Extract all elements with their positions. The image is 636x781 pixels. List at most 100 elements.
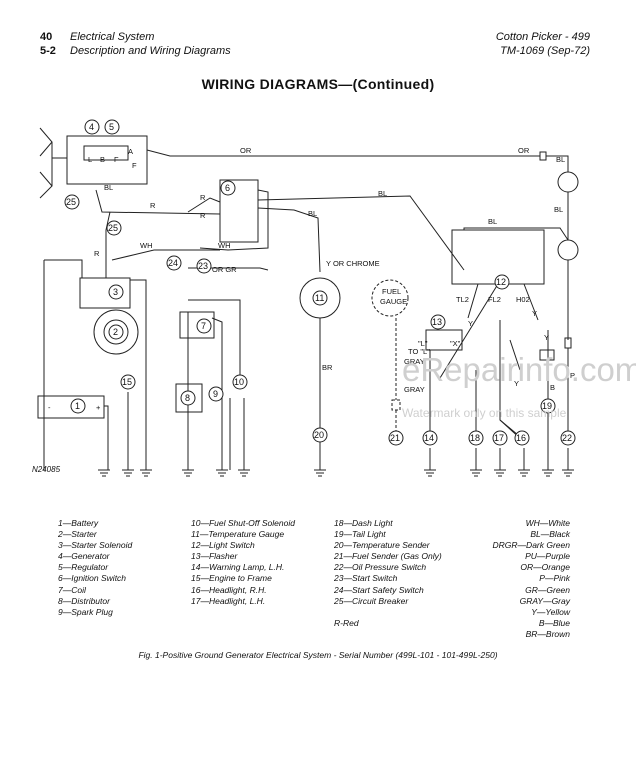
legend-item: BL—Black [530, 529, 570, 540]
fuel-gauge-symbol [371, 279, 409, 317]
marker-4: 4 [89, 122, 94, 132]
marker-2: 2 [113, 327, 118, 337]
svg-text:A: A [128, 147, 133, 156]
headlight-lh-symbol [557, 239, 579, 261]
svg-text:Y OR CHROME: Y OR CHROME [326, 259, 380, 268]
svg-text:GRAY: GRAY [404, 385, 425, 394]
svg-text:OR: OR [518, 146, 530, 155]
legend-item: 20—Temperature Sender [334, 540, 430, 551]
legend-item: 3—Starter Solenoid [58, 540, 133, 551]
svg-text:B: B [550, 383, 555, 392]
figure-caption: Fig. 1-Positive Ground Generator Electri… [138, 650, 498, 660]
legend-column-3: 18—Dash Light 19—Tail Light 20—Temperatu… [334, 518, 442, 629]
legend-item: OR—Orange [520, 562, 570, 573]
svg-text:BR: BR [322, 363, 333, 372]
legend-item: R-Red [334, 617, 359, 628]
legend-item: 22—Oil Pressure Switch [334, 562, 427, 573]
svg-text:B: B [100, 155, 105, 164]
svg-text:TL2: TL2 [456, 295, 469, 304]
coil-symbol [179, 311, 215, 339]
svg-text:F: F [132, 161, 137, 170]
svg-text:"X": "X" [450, 339, 461, 348]
header-line-2: Description and Wiring Diagrams [70, 45, 231, 57]
svg-text:FL2: FL2 [488, 295, 501, 304]
svg-text:H02: H02 [516, 295, 530, 304]
marker-9: 9 [213, 389, 218, 399]
marker-22: 22 [562, 433, 572, 443]
marker-13: 13 [432, 317, 442, 327]
svg-text:+: + [96, 403, 101, 412]
svg-text:WH: WH [140, 241, 153, 250]
marker-3: 3 [113, 287, 118, 297]
legend-item: 12—Light Switch [191, 540, 255, 551]
svg-text:BL: BL [104, 183, 113, 192]
svg-text:Y: Y [514, 379, 519, 388]
ground-symbols [98, 469, 574, 477]
marker-18: 18 [470, 433, 480, 443]
watermark-sub: Watermark only on this sample [402, 406, 567, 420]
svg-text:BL: BL [488, 217, 497, 226]
marker-7: 7 [201, 321, 206, 331]
svg-text:P: P [570, 371, 575, 380]
marker-15: 15 [122, 377, 132, 387]
svg-text:BL: BL [554, 205, 563, 214]
legend-item: 2—Starter [58, 529, 97, 540]
figure-code: N24085 [32, 465, 61, 474]
legend-item: GR—Green [525, 584, 570, 595]
marker-23: 23 [198, 261, 208, 271]
svg-text:"L": "L" [418, 339, 428, 348]
legend-item: 13—Flasher [191, 551, 238, 562]
header-line-1: Electrical System [70, 31, 155, 43]
starter-symbol [93, 309, 139, 355]
starter-solenoid-box [79, 277, 131, 309]
legend-item: 4—Generator [58, 551, 110, 562]
svg-text:Y: Y [544, 333, 549, 342]
wire-labels: OR OR BL BL BL BL BL BL R R R R WH WH OR… [48, 146, 575, 412]
legend-item: B—Blue [538, 617, 570, 628]
legend-item: 5—Regulator [58, 562, 109, 573]
legend-column-2: 10—Fuel Shut-Off Solenoid 11—Temperature… [191, 518, 295, 607]
legend-item: 17—Headlight, L.H. [191, 595, 266, 606]
marker-1: 1 [75, 401, 80, 411]
svg-text:GRAY: GRAY [404, 357, 425, 366]
marker-24: 24 [168, 258, 178, 268]
legend-item: Y—Yellow [531, 606, 570, 617]
section-number: 5-2 [40, 45, 56, 57]
legend-item: PU—Purple [525, 551, 570, 562]
svg-text:R: R [200, 193, 206, 202]
svg-text:Y: Y [468, 319, 473, 328]
marker-6: 6 [225, 183, 230, 193]
legend-item: 19—Tail Light [334, 529, 386, 540]
legend-column-1: 1—Battery 2—Starter 3—Starter Solenoid 4… [58, 518, 132, 618]
legend-item: 23—Start Switch [334, 573, 398, 584]
svg-text:BL: BL [308, 209, 317, 218]
legend-item: BR—Brown [525, 628, 570, 639]
svg-text:L: L [88, 155, 92, 164]
watermark: eRepairinfo.com [402, 351, 636, 388]
legend-item: 24—Start Safety Switch [334, 584, 424, 595]
marker-5: 5 [109, 122, 114, 132]
legend-item: P—Pink [539, 573, 570, 584]
marker-20: 20 [314, 430, 324, 440]
component-markers: 4 5 25 25 6 24 23 3 2 7 8 9 10 [64, 119, 576, 446]
battery-symbol [37, 395, 105, 419]
svg-text:GAUGE: GAUGE [380, 297, 407, 306]
marker-8: 8 [185, 393, 190, 403]
legend-column-4: WH—White BL—Black DRGR—Dark Green PU—Pur… [470, 518, 570, 640]
legend-item: 21—Fuel Sender (Gas Only) [334, 551, 442, 562]
marker-12: 12 [496, 277, 506, 287]
ignition-switch-box [219, 179, 259, 243]
marker-25b: 25 [108, 223, 118, 233]
svg-text:R: R [200, 211, 206, 220]
svg-text:R: R [94, 249, 100, 258]
header-product: Cotton Picker - 499 [495, 31, 590, 43]
svg-text:OR GR: OR GR [212, 265, 237, 274]
legend-item: 16—Headlight, R.H. [191, 584, 267, 595]
marker-25a: 25 [66, 197, 76, 207]
legend-item: 9—Spark Plug [58, 606, 113, 617]
page-title: WIRING DIAGRAMS—(Continued) [201, 76, 435, 92]
svg-text:-: - [48, 403, 51, 412]
marker-17: 17 [494, 433, 504, 443]
marker-21: 21 [390, 433, 400, 443]
svg-text:FUEL: FUEL [382, 287, 401, 296]
